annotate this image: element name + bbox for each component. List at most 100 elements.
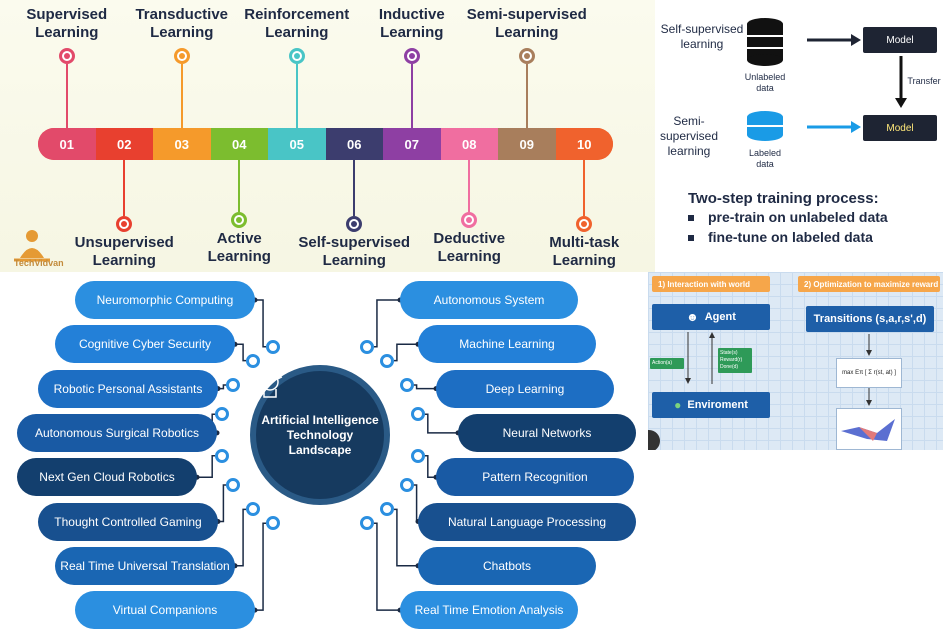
- ai-technology-landscape: Artificial Intelligence Technology Lands…: [0, 272, 648, 635]
- timeline-stem: [468, 160, 471, 212]
- connector-line: [218, 484, 227, 523]
- connector-line: [424, 455, 436, 478]
- left-connector-ring-icon: [215, 407, 230, 422]
- right-connector-ring-icon: [410, 407, 425, 422]
- rl-arrows: [685, 332, 872, 406]
- right-tech-pill-1: Autonomous System: [400, 281, 578, 319]
- model-box-top: Model: [863, 27, 937, 53]
- timeline-step-01: 01: [38, 128, 96, 160]
- left-tech-pill-8: Virtual Companions: [75, 591, 255, 630]
- timeline-label-06: Self-supervised Learning: [298, 234, 411, 269]
- right-connector-ring-icon: [359, 516, 374, 531]
- timeline-pin-icon: [58, 48, 75, 64]
- rl-diagram: 1) Interaction with world 2) Optimizatio…: [648, 272, 943, 450]
- right-connector-ring-icon: [410, 448, 425, 463]
- right-tech-pill-7: Chatbots: [418, 546, 596, 585]
- timeline-step-07: 07: [383, 128, 441, 160]
- techvidvan-brand: TechVidvan: [14, 258, 64, 268]
- timeline-pin-icon: [403, 48, 420, 64]
- database-icon-labeled: [747, 111, 783, 141]
- timeline-pin-icon: [288, 48, 305, 64]
- techvidvan-logo-icon: [14, 230, 50, 262]
- right-tech-pill-2: Machine Learning: [418, 325, 596, 364]
- left-tech-pill-4: Autonomous Surgical Robotics: [17, 413, 217, 452]
- bullet-pretrain: pre-train on unlabeled data: [688, 209, 888, 225]
- semi-supervised-label: Semi- supervised learning: [659, 114, 719, 158]
- connector-line: [255, 299, 267, 348]
- timeline-stem: [295, 64, 298, 128]
- globe-icon: ●: [674, 398, 682, 412]
- self-supervised-diagram: Self-supervised learning Semi- supervise…: [655, 0, 943, 272]
- left-connector-ring-icon: [266, 516, 281, 531]
- connector-line: [413, 484, 418, 523]
- connector-line: [373, 299, 400, 348]
- step2-header: 2) Optimization to maximize reward: [798, 276, 940, 292]
- timeline-pin-icon: [116, 216, 133, 232]
- timeline-label-01: Supervised Learning: [26, 6, 108, 41]
- connector-line: [413, 384, 436, 390]
- left-connector-ring-icon: [266, 339, 281, 354]
- timeline-step-05: 05: [268, 128, 326, 160]
- timeline-pin-icon: [576, 216, 593, 232]
- objective-formula: max Eπ [ Σ r(st, at) ]: [836, 358, 902, 388]
- left-tech-pill-1: Neuromorphic Computing: [75, 281, 255, 319]
- right-tech-pill-4: Neural Networks: [458, 413, 636, 452]
- left-tech-pill-3: Robotic Personal Assistants: [38, 369, 218, 408]
- timeline-stem: [123, 160, 126, 216]
- timeline-step-03: 03: [153, 128, 211, 160]
- action-label: Action(a): [650, 358, 684, 369]
- left-connector-ring-icon: [215, 448, 230, 463]
- timeline-pin-icon: [346, 216, 363, 232]
- timeline-stem: [353, 160, 356, 216]
- connector-line: [393, 343, 418, 362]
- timeline-label-05: Reinforcement Learning: [244, 6, 350, 41]
- training-process-title: Two-step training process:: [688, 190, 879, 207]
- timeline-label-09: Semi-supervised Learning: [466, 6, 587, 41]
- right-tech-pill-6: Natural Language Processing: [418, 502, 636, 541]
- timeline-label-08: Deductive Learning: [433, 230, 506, 265]
- policy-surface-icon: [841, 419, 895, 441]
- connector-line: [235, 508, 247, 567]
- step1-header: 1) Interaction with world: [652, 276, 770, 292]
- connector-line: [235, 343, 247, 362]
- self-supervised-label: Self-supervised learning: [660, 22, 744, 51]
- timeline-label-10: Multi-task Learning: [549, 234, 620, 269]
- timeline-label-02: Unsupervised Learning: [74, 234, 174, 269]
- timeline-stem: [180, 64, 183, 128]
- left-connector-ring-icon: [246, 502, 261, 517]
- timeline-stem: [238, 160, 241, 212]
- timeline-label-03: Transductive Learning: [135, 6, 229, 41]
- right-connector-ring-icon: [379, 353, 394, 368]
- policy-plot: [836, 408, 902, 450]
- hub-title: Artificial Intelligence Technology Lands…: [261, 412, 379, 457]
- timeline-step-02: 02: [95, 128, 153, 160]
- labeled-data-label: Labeled data: [748, 148, 782, 169]
- connector-line: [218, 384, 227, 390]
- timeline-stem: [410, 64, 413, 128]
- left-tech-pill-6: Thought Controlled Gaming: [38, 502, 218, 541]
- state-label: State(s) Reward(r) Done(d): [718, 348, 752, 373]
- environment-box: ●Enviroment: [652, 392, 770, 418]
- timeline-pin-icon: [173, 48, 190, 64]
- model-box-bottom: Model: [863, 115, 937, 141]
- landscape-hub: Artificial Intelligence Technology Lands…: [250, 365, 390, 505]
- timeline-stem: [65, 64, 68, 128]
- left-tech-pill-2: Cognitive Cyber Security: [55, 325, 235, 364]
- timeline-label-04: Active Learning: [207, 230, 271, 265]
- right-connector-ring-icon: [359, 339, 374, 354]
- timeline-step-10: 10: [555, 128, 613, 160]
- connector-line: [373, 522, 400, 611]
- left-tech-pill-7: Real Time Universal Translation: [55, 546, 235, 585]
- right-connector-ring-icon: [379, 502, 394, 517]
- right-tech-pill-8: Real Time Emotion Analysis: [400, 591, 578, 630]
- connector-line: [255, 522, 267, 611]
- left-connector-ring-icon: [246, 353, 261, 368]
- right-tech-pill-5: Pattern Recognition: [436, 458, 634, 497]
- connector-line: [424, 413, 458, 434]
- robot-icon: ☻: [686, 310, 699, 324]
- ssl-graphics: [747, 18, 907, 141]
- timeline-stem: [525, 64, 528, 128]
- timeline-step-08: 08: [440, 128, 498, 160]
